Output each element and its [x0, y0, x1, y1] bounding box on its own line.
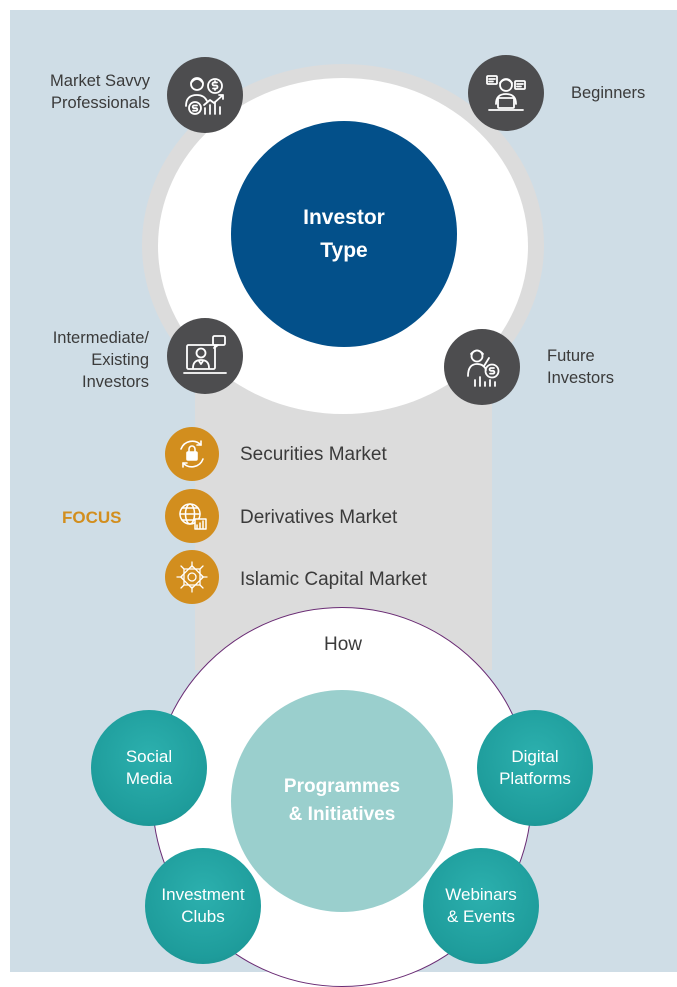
- webinars-events-circle: Webinars & Events: [423, 848, 539, 964]
- social-media-circle: Social Media: [91, 710, 207, 826]
- focus-title: FOCUS: [62, 508, 122, 527]
- programmes-initiatives-circle: Programmes & Initiatives: [231, 690, 453, 912]
- how-title: How: [323, 634, 362, 655]
- investor-type-title-line1: Investor: [303, 206, 385, 229]
- securities-market-label: Securities Market: [240, 444, 387, 465]
- islamic-pattern-icon: [165, 550, 219, 604]
- programmes-line2: & Initiatives: [288, 804, 396, 825]
- digital-platforms-circle: Digital Platforms: [477, 710, 593, 826]
- beginner-laptop-icon: [468, 55, 544, 131]
- investor-type-title-line2: Type: [320, 239, 368, 262]
- investment-clubs-circle: Investment Clubs: [145, 848, 261, 964]
- existing-investor-icon: [167, 318, 243, 394]
- derivatives-market-label: Derivatives Market: [240, 507, 398, 528]
- future-investors-label: Future Investors: [547, 347, 614, 387]
- programmes-line1: Programmes: [283, 776, 401, 797]
- professional-investor-icon: [167, 57, 243, 133]
- investor-type-circle: Investor Type: [231, 121, 457, 347]
- globe-chart-icon: [165, 489, 219, 543]
- islamic-capital-market-label: Islamic Capital Market: [240, 569, 427, 590]
- beginners-label: Beginners: [571, 84, 646, 102]
- future-investor-icon: [444, 329, 520, 405]
- market-savvy-label: Market Savvy Professionals: [50, 72, 150, 112]
- intermediate-label: Intermediate/ Existing Investors: [52, 329, 149, 391]
- lock-cycle-icon: [165, 427, 219, 481]
